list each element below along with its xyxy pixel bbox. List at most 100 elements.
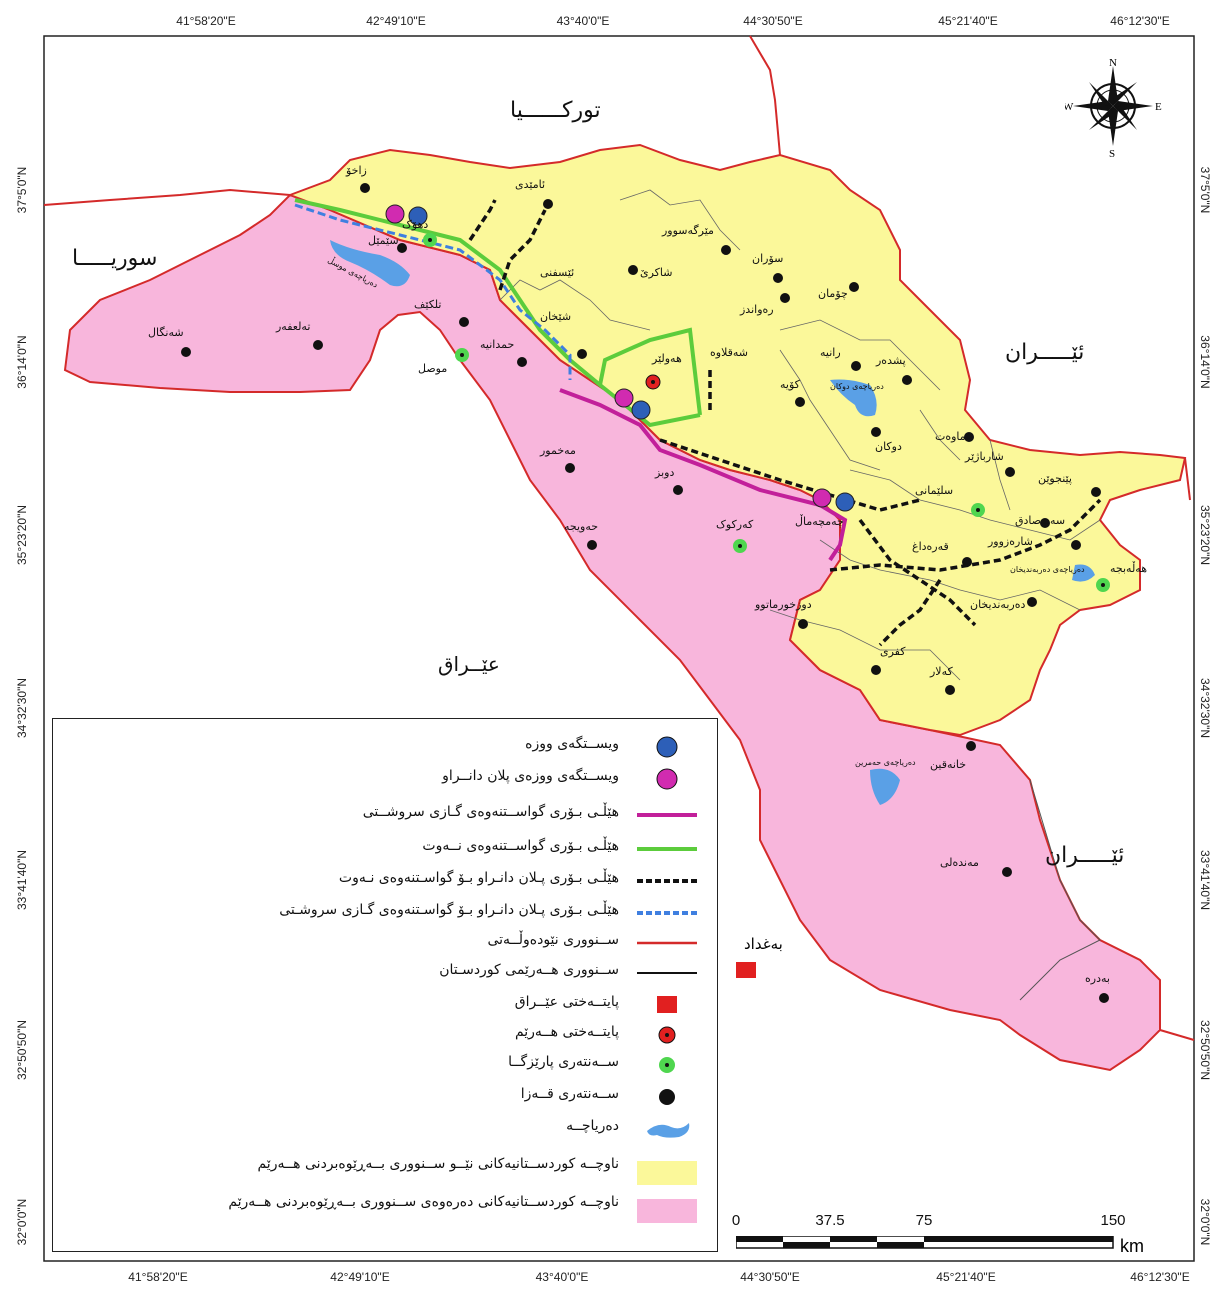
legend-row-district-center: ســەنتەری قــەزا — [59, 1083, 709, 1111]
legend-label: پايتــەختی عێــراق — [514, 994, 619, 1010]
label-iran-north: ئێـــــران — [1005, 340, 1085, 365]
gas-pipeline — [559, 388, 848, 562]
city-label: کۆیە — [780, 378, 800, 391]
pink-area-icon — [637, 1199, 697, 1223]
international-borders — [43, 35, 1195, 1041]
region-capital-icon — [658, 1026, 676, 1044]
scale-unit: km — [1120, 1236, 1144, 1256]
city-label: ئێسفنی — [540, 266, 575, 279]
district-centers — [181, 183, 1109, 1003]
power-station-icon — [656, 736, 678, 758]
disputed-area-south-line — [1019, 779, 1101, 1001]
coord-left-7: 32°0'0"N — [15, 1198, 29, 1246]
coord-right-3: 35°23'20"N — [1198, 504, 1212, 566]
city-label: رانیە — [820, 346, 841, 359]
coord-bottom-3: 43°40'0"E — [535, 1270, 589, 1284]
legend-row-yellow-area: ناوچــە کوردســتانيەکانی نێــو ســنووری … — [59, 1156, 709, 1187]
city-label: کەلار — [930, 665, 953, 678]
coord-top-2: 42°49'10"E — [366, 14, 426, 28]
legend-label: ناوچــە کوردســتانيەکانی دەرەوەی ســنوور… — [228, 1194, 619, 1210]
lake-icon — [647, 1123, 690, 1138]
city-label: شێخان — [540, 310, 572, 323]
city-label: خانەقین — [930, 758, 967, 771]
scale-tick: 0 — [731, 1212, 741, 1229]
city-label: سۆران — [752, 252, 784, 265]
coord-right-1: 37°5'0"N — [1198, 166, 1212, 214]
coord-right-4: 34°32'30"N — [1198, 677, 1212, 739]
legend-row-planned-gas: هێڵـی بـۆری پـلان دانـراو بـۆ گواسـتنەوە… — [59, 899, 709, 927]
province-centers — [423, 233, 1110, 592]
coord-top-4: 44°30'50"E — [743, 14, 803, 28]
city-label: پشدەر — [876, 354, 906, 367]
coord-top-3: 43°40'0"E — [556, 14, 610, 28]
planned-oil-pipeline-4 — [858, 518, 977, 627]
city-label: دهۆک — [402, 218, 429, 231]
north-arrow-compass: N S W E — [1065, 58, 1162, 158]
compass-w: W — [1065, 101, 1074, 113]
coord-top-6: 46°12'30"E — [1110, 14, 1170, 28]
lake-label: دەریاچەی دوکان — [830, 382, 884, 391]
city-label: حمدانیە — [480, 338, 515, 351]
international-border-icon — [637, 941, 697, 945]
legend-row-lake: دەرياچــە — [59, 1115, 709, 1143]
city-label: دوکان — [875, 440, 902, 453]
city-label: دوبز — [655, 466, 675, 479]
region-border-icon — [637, 972, 697, 974]
city-label: شارباژێر — [965, 450, 1004, 463]
compass-n: N — [1109, 58, 1117, 69]
label-iraq: عێــراق — [438, 652, 500, 676]
label-syria: سوريـــــا — [72, 246, 158, 271]
planned-gas-pipeline — [294, 203, 572, 380]
oil-pipeline — [294, 198, 701, 428]
legend-label: هێڵـی بـۆری گواســتنەوەی گـازی سروشــتی — [362, 804, 619, 820]
city-label: موصل — [418, 362, 448, 375]
iraq-capital-icon — [657, 996, 677, 1013]
coord-bottom-1: 41°58'20"E — [128, 1270, 188, 1284]
legend-row-intl-border: ســنووری نێودەوڵــەتی — [59, 929, 709, 957]
legend: ويســتگەی ووزە ويســتگەی ووزەی پلان دانـ… — [52, 718, 718, 1252]
legend-row-power-station: ويســتگەی ووزە — [59, 733, 709, 761]
legend-label: ســنووری هــەرێمی کوردسـتان — [439, 962, 619, 978]
coord-left-2: 36°14'0"N — [15, 335, 29, 389]
legend-label: ناوچــە کوردســتانيەکانی نێــو ســنووری … — [257, 1156, 619, 1172]
dukan-lake — [830, 379, 877, 417]
city-label: کەرکوک — [716, 518, 754, 531]
pipelines — [294, 198, 1102, 647]
city-label: سەیدصادق — [1015, 514, 1066, 527]
planned-oil-pipeline-3 — [659, 438, 921, 512]
coord-bottom-6: 46°12'30"E — [1130, 1270, 1190, 1284]
city-label: هەڵەبجە — [1110, 562, 1148, 575]
lake-label: دەریاچەی حەمرین — [855, 758, 916, 767]
legend-row-iraq-capital: پايتــەختی عێــراق — [59, 991, 709, 1019]
legend-row-pink-area: ناوچــە کوردســتانيەکانی دەرەوەی ســنوور… — [59, 1194, 709, 1225]
city-label: دەربەندیخان — [970, 598, 1026, 611]
label-iran-south: ئێـــــران — [1045, 843, 1125, 868]
city-label: پێنجوێن — [1038, 472, 1072, 485]
lakes — [330, 240, 1095, 805]
city-label: تەلعفەر — [276, 320, 311, 333]
coord-right-2: 36°14'0"N — [1198, 335, 1212, 389]
city-label: بەدرە — [1085, 972, 1110, 985]
baghdad-capital-marker — [736, 962, 756, 978]
planned-gas-pipeline-icon — [637, 911, 697, 915]
planned-station-icon — [656, 768, 678, 790]
power-station-marker — [631, 400, 651, 420]
city-label: زاخۆ — [346, 164, 367, 177]
city-label: شاکرێ — [640, 266, 673, 279]
compass-e: E — [1155, 101, 1162, 113]
power-stations — [385, 204, 855, 512]
legend-label: ســەنتەری قــەزا — [520, 1086, 619, 1102]
legend-row-region-capital: پايتــەختی هــەرێم — [59, 1021, 709, 1049]
city-label: شارەزوور — [988, 535, 1033, 548]
city-label: کفری — [880, 645, 906, 658]
planned-oil-pipeline-6 — [878, 579, 942, 647]
planned-oil-pipeline-5 — [829, 498, 1102, 572]
coord-right-5: 33°41'40"N — [1198, 849, 1212, 911]
oil-pipeline-icon — [637, 847, 697, 851]
baghdad-label: بەغداد — [744, 935, 783, 953]
label-turkey: تورکــــــيا — [510, 98, 601, 123]
legend-label: ويســتگەی ووزەی پلان دانــراو — [442, 768, 619, 784]
planned-oil-pipeline-2 — [468, 199, 497, 241]
planned-oil-pipeline-1 — [498, 209, 547, 291]
